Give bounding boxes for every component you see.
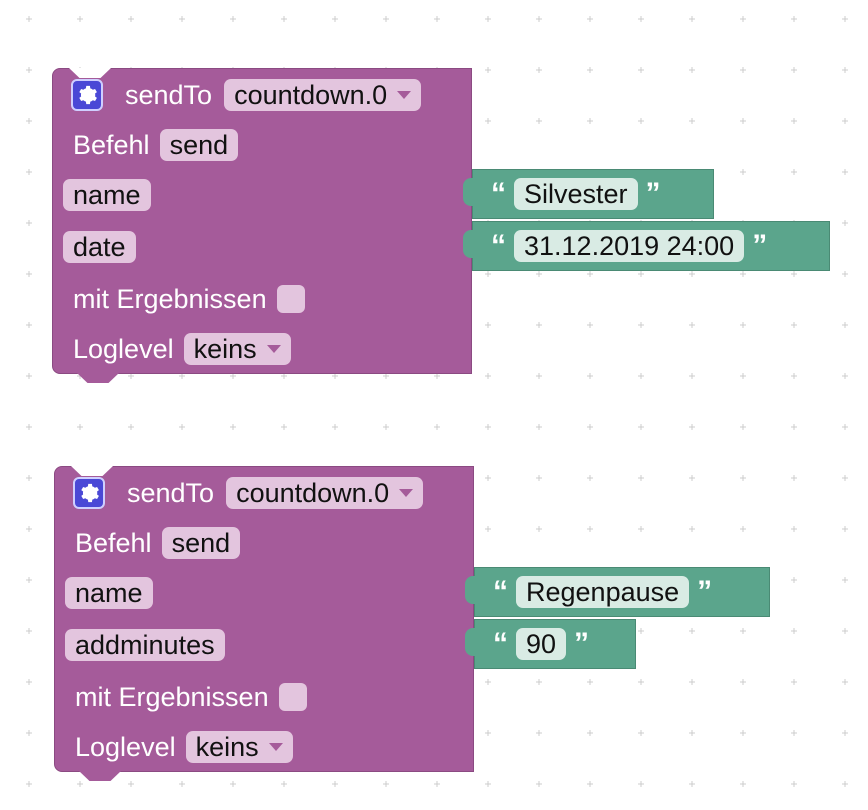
befehl-field[interactable]: send — [159, 129, 239, 161]
string-connector — [465, 628, 477, 656]
string-value[interactable]: Regenpause — [516, 576, 690, 608]
quote-open-icon: “ — [491, 177, 506, 210]
befehl-label: Befehl — [73, 129, 150, 160]
gear-icon[interactable] — [73, 477, 105, 509]
quote-close-icon: ” — [697, 575, 713, 608]
input-label-addminutes[interactable]: addminutes — [65, 629, 225, 661]
quote-open-icon: “ — [493, 575, 508, 608]
loglevel-label: Loglevel — [75, 731, 176, 762]
loglevel-value: keins — [193, 334, 257, 364]
string-value[interactable]: Silvester — [514, 178, 638, 210]
results-label: mit Ergebnissen — [75, 681, 269, 712]
block-title: sendTo — [127, 477, 215, 508]
block-connector-bottom — [77, 373, 119, 383]
quote-open-icon: “ — [491, 229, 506, 262]
input-label-name[interactable]: name — [65, 577, 153, 609]
string-block-name[interactable]: “ Regenpause ” — [465, 567, 770, 617]
string-value[interactable]: 90 — [516, 628, 567, 660]
string-block-date[interactable]: “ 31.12.2019 24:00 ” — [463, 221, 830, 271]
sendto-block-2[interactable]: sendTo countdown.0 Befehl send name addm… — [54, 466, 474, 781]
loglevel-dropdown[interactable]: keins — [183, 333, 291, 365]
string-connector — [463, 230, 475, 258]
string-connector — [465, 576, 477, 604]
sendto-block-1[interactable]: sendTo countdown.0 Befehl send name date… — [52, 68, 472, 383]
instance-value: countdown.0 — [236, 478, 390, 508]
loglevel-value: keins — [195, 732, 259, 762]
chevron-down-icon — [268, 743, 283, 751]
loglevel-label: Loglevel — [73, 333, 174, 364]
results-checkbox[interactable] — [276, 285, 305, 313]
string-connector — [463, 178, 475, 206]
input-label-name[interactable]: name — [63, 179, 151, 211]
string-block-name[interactable]: “ Silvester ” — [463, 169, 714, 219]
block-connector-bottom — [79, 771, 121, 781]
quote-close-icon: ” — [645, 177, 661, 210]
chevron-down-icon — [399, 489, 414, 497]
block-title: sendTo — [125, 79, 213, 110]
block-connector-top — [69, 68, 111, 78]
instance-value: countdown.0 — [234, 80, 388, 110]
befehl-label: Befehl — [75, 527, 152, 558]
gear-icon[interactable] — [71, 79, 103, 111]
results-label: mit Ergebnissen — [73, 283, 267, 314]
befehl-field[interactable]: send — [161, 527, 241, 559]
quote-close-icon: ” — [574, 627, 590, 660]
quote-close-icon: ” — [752, 229, 768, 262]
results-checkbox[interactable] — [278, 683, 307, 711]
block-connector-top — [71, 466, 113, 476]
string-block-addminutes[interactable]: “ 90 ” — [465, 619, 636, 669]
quote-open-icon: “ — [493, 627, 508, 660]
instance-dropdown[interactable]: countdown.0 — [226, 477, 424, 509]
chevron-down-icon — [397, 91, 412, 99]
input-label-date[interactable]: date — [63, 231, 136, 263]
chevron-down-icon — [266, 345, 281, 353]
instance-dropdown[interactable]: countdown.0 — [224, 79, 422, 111]
loglevel-dropdown[interactable]: keins — [185, 731, 293, 763]
string-value[interactable]: 31.12.2019 24:00 — [514, 230, 745, 262]
